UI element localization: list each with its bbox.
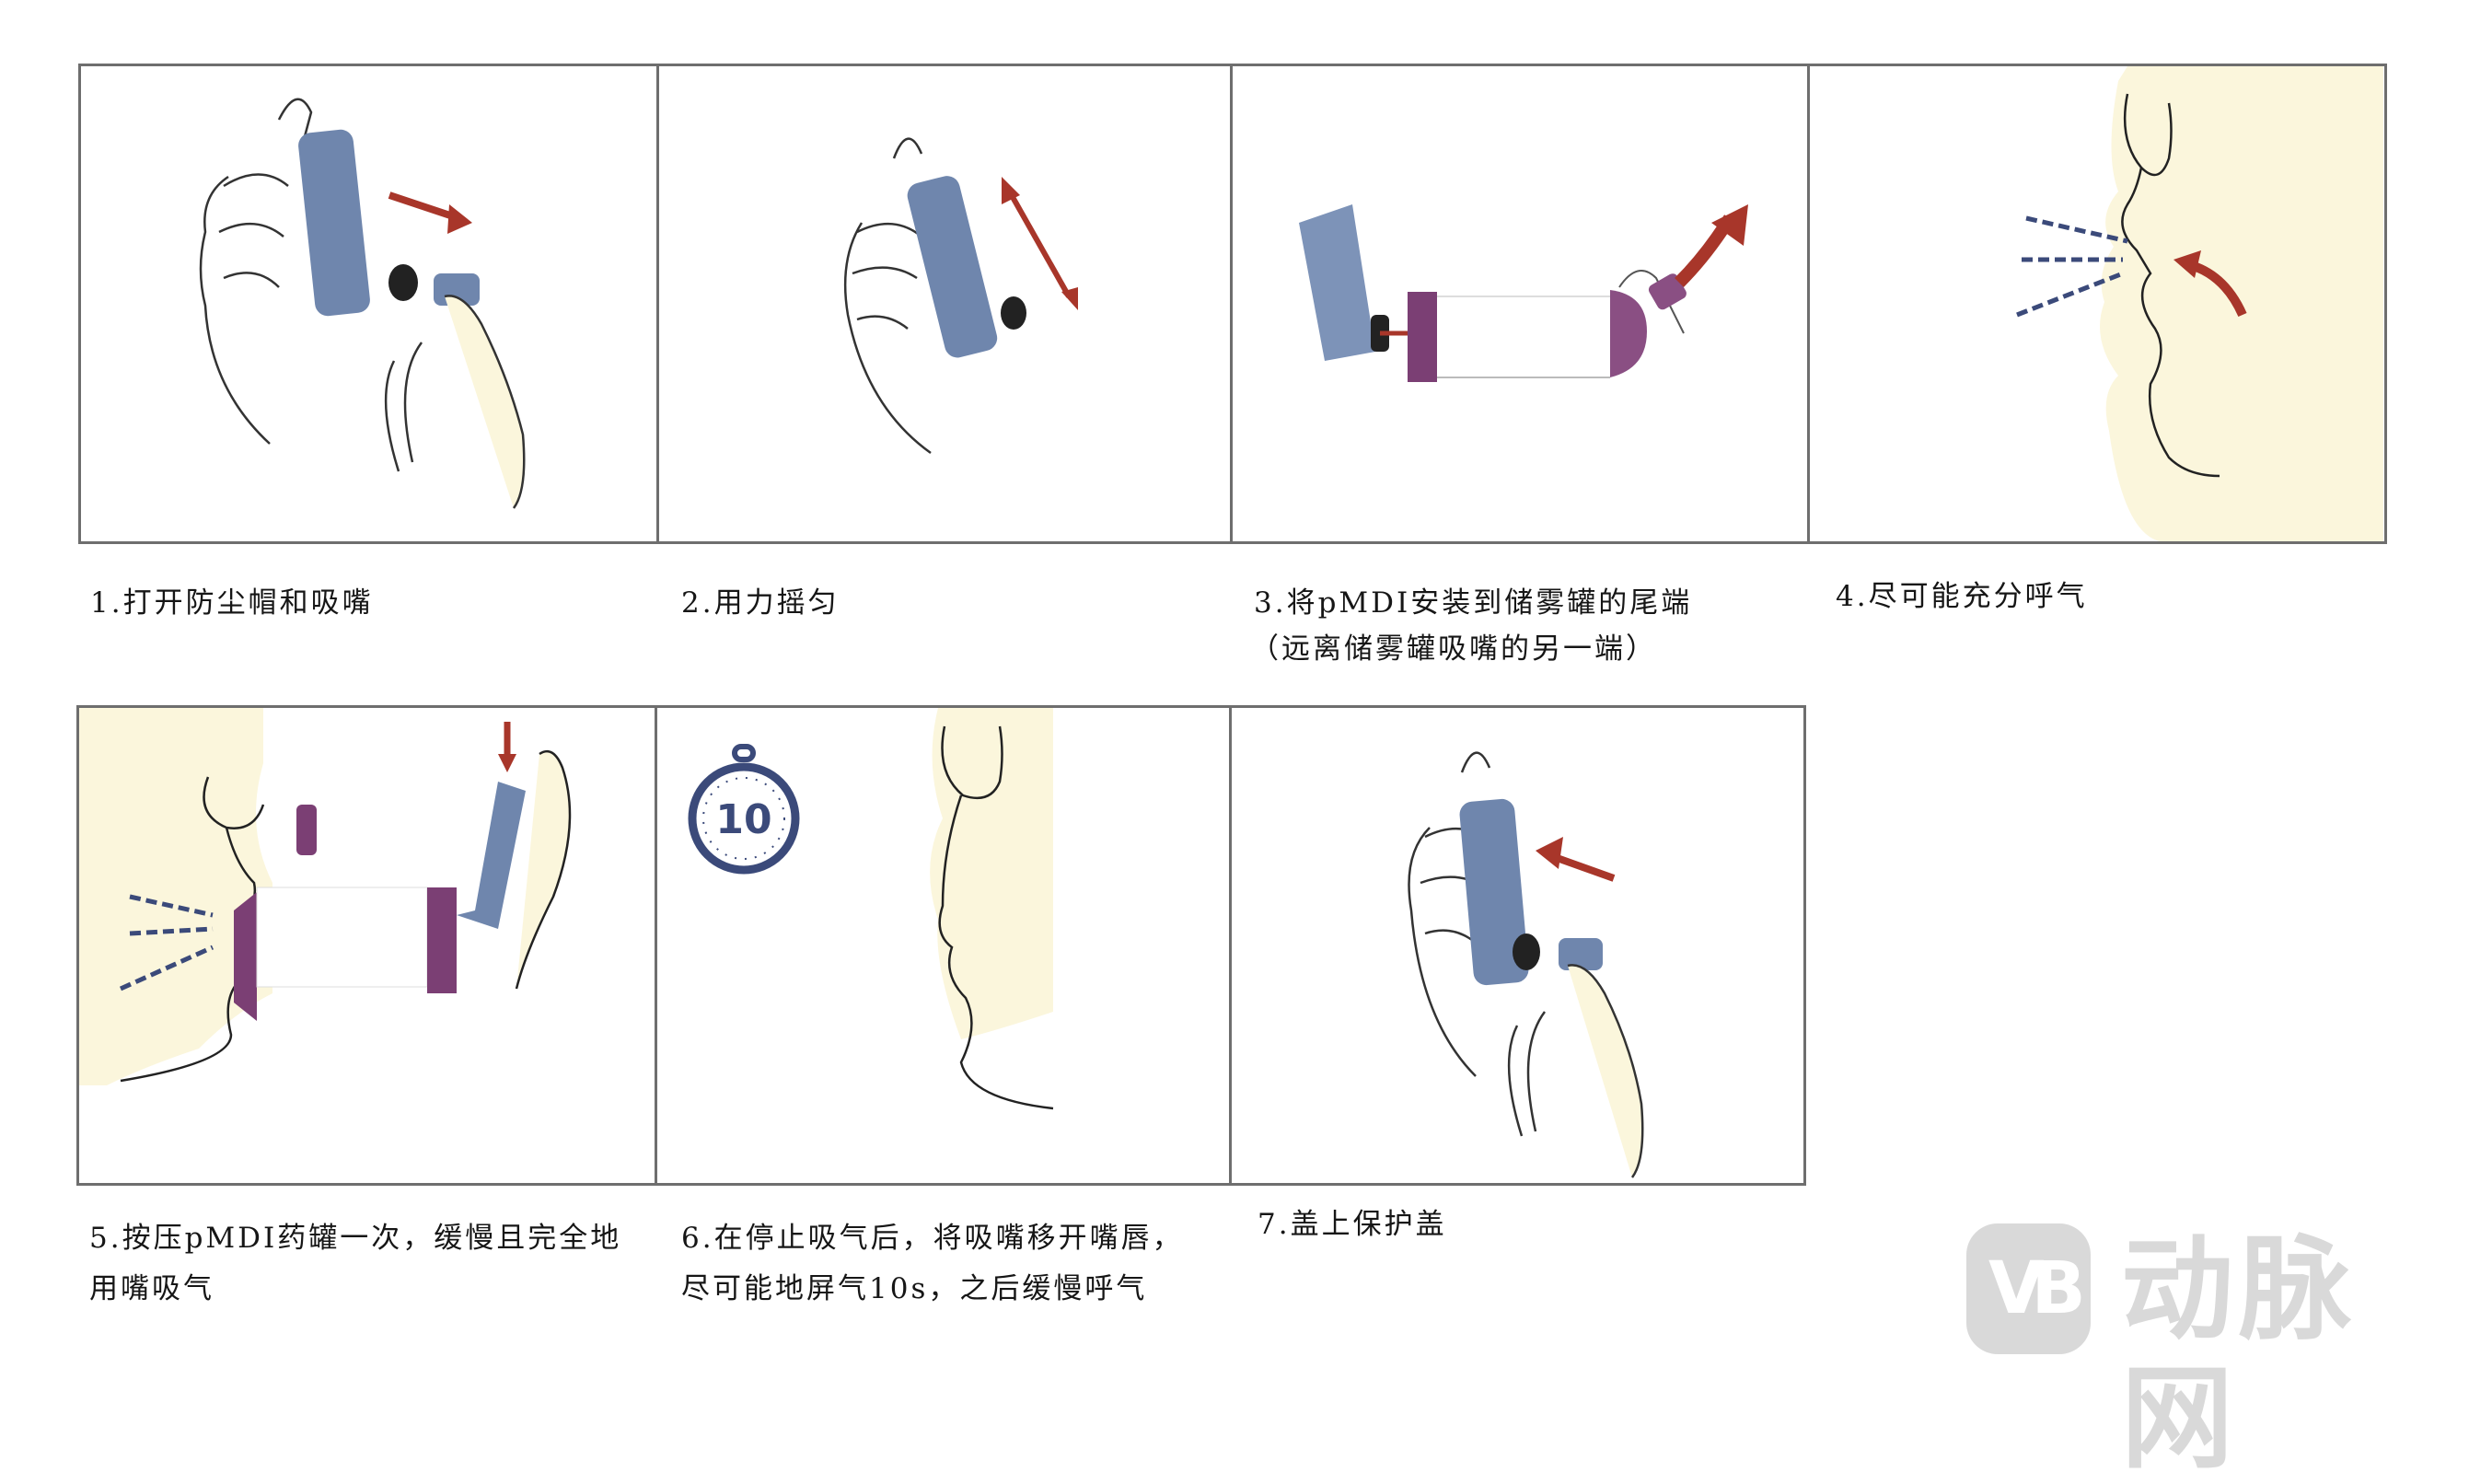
svg-text:10: 10 (715, 796, 771, 843)
hand-shaking-inhaler-illustration (843, 137, 1078, 455)
face-exhaling-illustration (2016, 66, 2383, 541)
step-1-caption: 1.打开防尘帽和吸嘴 (90, 586, 374, 620)
vb-badge-icon: VB (1966, 1223, 2091, 1354)
panel-divider (656, 64, 659, 544)
watermark-text: 动脉网 (2121, 1224, 2357, 1484)
step-2-caption: 2.用力摇匀 (681, 586, 840, 620)
panel-divider (1229, 705, 1232, 1186)
face-inhaling-through-spacer-illustration (79, 708, 572, 1085)
watermark-logo: VB 动脉网 (1966, 1223, 2463, 1483)
step-2-illustration (659, 66, 1230, 541)
step-6-caption: 6.在停止吸气后，将吸嘴移开嘴唇， 尽可能地屏气10s，之后缓慢呼气 (681, 1222, 1184, 1305)
panel-divider (655, 705, 657, 1186)
inhaler-attached-to-spacer-illustration (1299, 204, 1748, 382)
hand-replacing-cap-illustration (1408, 751, 1644, 1178)
step-4-caption: 4.尽可能充分呼气 (1836, 580, 2088, 613)
face-holding-breath-illustration (924, 708, 1054, 1110)
step-5-illustration (79, 708, 655, 1183)
step-4-illustration (1810, 66, 2383, 541)
step-7-illustration (1232, 708, 1802, 1183)
step-5-caption: 5.按压pMDI药罐一次，缓慢且完全地 用嘴吸气 (89, 1222, 622, 1305)
panel-divider (1807, 64, 1810, 544)
step-6-illustration: 10 (657, 708, 1229, 1183)
step-7-caption: 7.盖上保护盖 (1258, 1208, 1447, 1241)
step-3-illustration (1233, 66, 1807, 541)
step-1-illustration (81, 66, 656, 541)
timer-icon: 10 (686, 743, 802, 876)
step-3-caption: 3.将pMDI安装到储雾罐的尾端 （远离储雾罐吸嘴的另一端） (1250, 586, 1693, 666)
hand-removing-cap-illustration (199, 98, 526, 509)
stopwatch-icon: 10 (688, 744, 800, 875)
panel-divider (1230, 64, 1233, 544)
